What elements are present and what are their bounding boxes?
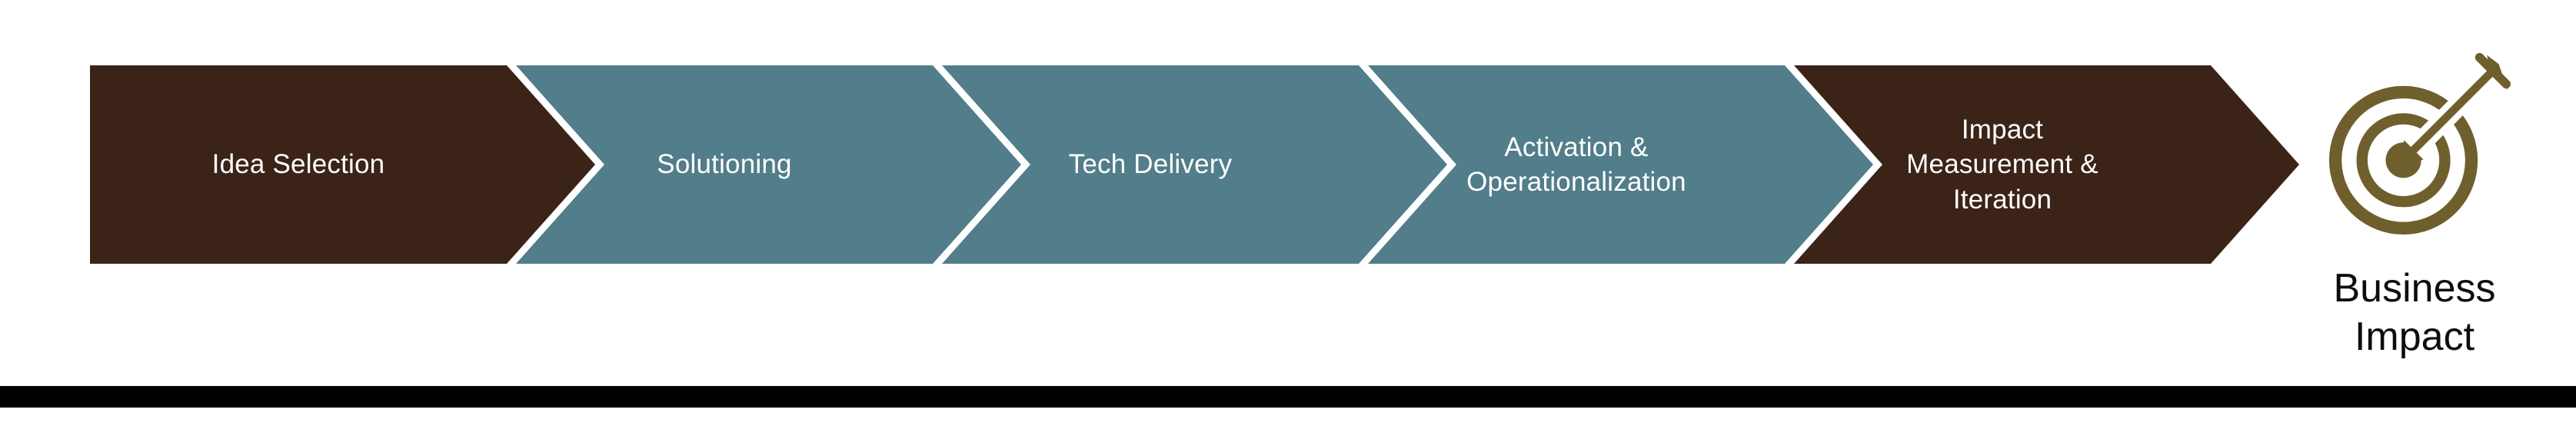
step-label-solutioning: Solutioning <box>657 149 792 180</box>
chevron-row: Idea Selection Solutioning Tech Delivery… <box>90 65 2299 264</box>
step-label-activation-operationalization: Activation & Operationalization <box>1466 131 1686 197</box>
step-label-tech-delivery: Tech Delivery <box>1068 149 1233 180</box>
business-impact-label: Business Impact <box>2333 266 2496 360</box>
target-bullseye-icon <box>2328 52 2511 235</box>
step-label-impact-measurement-iteration: Impact Measurement & Iteration <box>1906 114 2098 215</box>
step-idea-selection: Idea Selection <box>90 65 595 264</box>
step-label-idea-selection: Idea Selection <box>211 149 385 180</box>
bottom-black-bar <box>0 386 2576 408</box>
business-impact-outcome: Business Impact <box>2311 48 2518 362</box>
